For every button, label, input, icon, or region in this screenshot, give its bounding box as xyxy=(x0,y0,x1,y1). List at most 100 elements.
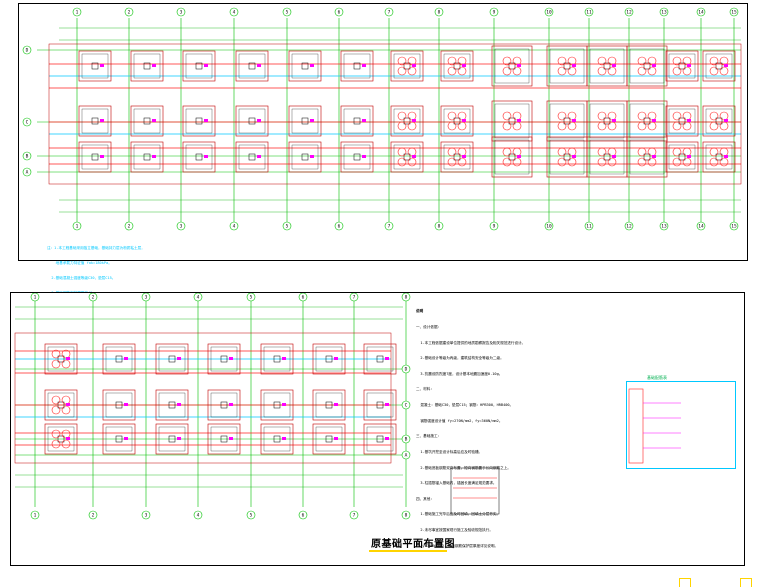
pile-circle xyxy=(637,157,647,167)
footing-step xyxy=(210,426,238,452)
axis-bubble xyxy=(229,221,239,231)
pile-circle xyxy=(61,429,71,439)
pile-circle xyxy=(407,111,417,121)
axis-bubble xyxy=(282,221,292,231)
footing-outline xyxy=(665,105,699,137)
footing-outline xyxy=(390,105,424,137)
column xyxy=(353,117,361,125)
footing-step xyxy=(315,346,343,372)
footing-outline xyxy=(586,45,628,87)
column xyxy=(453,153,461,161)
footing-tag xyxy=(412,64,416,67)
axis-label: C xyxy=(26,120,29,126)
footing-outline xyxy=(491,136,533,178)
footing-step xyxy=(263,346,291,372)
column xyxy=(273,401,281,409)
pile-circle xyxy=(607,66,617,76)
footing-outline xyxy=(102,423,136,455)
footing-tag xyxy=(572,64,576,67)
footing-outline xyxy=(102,389,136,421)
general-note-line: 2.未尽事宜按国家现行施工及验收规范执行。 xyxy=(416,527,493,532)
footing-step xyxy=(263,392,291,418)
footing-outline xyxy=(260,389,294,421)
footing-step xyxy=(291,53,319,79)
column xyxy=(353,153,361,161)
footing-outline xyxy=(626,100,668,142)
axis-label: 4 xyxy=(233,224,236,230)
column xyxy=(195,153,203,161)
top-note-line: 2.基础混凝土强度等级C30，垫层C15。 xyxy=(47,276,116,280)
axis-label: A xyxy=(405,453,408,459)
pile-circle xyxy=(719,111,729,121)
axis-label: 7 xyxy=(353,295,356,301)
footing-tag xyxy=(462,64,466,67)
pile-circle xyxy=(557,66,567,76)
axis-label: 1 xyxy=(76,10,79,16)
footing-outline xyxy=(363,423,397,455)
legend-section xyxy=(628,388,644,464)
footing-outline xyxy=(78,50,112,82)
pile-circle xyxy=(457,121,467,131)
footing-step xyxy=(238,144,266,170)
footing-step xyxy=(366,346,394,372)
axis-bubble xyxy=(298,293,308,302)
pile-circle xyxy=(637,147,647,157)
column xyxy=(563,153,571,161)
column xyxy=(508,153,516,161)
pile-circle xyxy=(51,359,61,369)
axis-bubble xyxy=(696,7,706,17)
foundation-outline xyxy=(14,332,392,464)
footing-tag xyxy=(687,119,691,122)
footing-tag xyxy=(687,64,691,67)
footing-tag xyxy=(612,155,616,158)
axis-label: 9 xyxy=(493,10,496,16)
footing-step xyxy=(589,103,625,139)
axis-bubble xyxy=(349,293,359,302)
footing-outline xyxy=(586,136,628,178)
footing-outline xyxy=(235,141,269,173)
column xyxy=(195,62,203,70)
pile-circle xyxy=(597,66,607,76)
column xyxy=(143,62,151,70)
footing-tag xyxy=(124,437,128,440)
column xyxy=(678,62,686,70)
footing-outline xyxy=(440,141,474,173)
footing-outline xyxy=(260,343,294,375)
axis-label: 15 xyxy=(731,10,737,16)
column xyxy=(715,117,723,125)
general-note-line: 四、其他： xyxy=(416,496,434,501)
axis-label: 7 xyxy=(388,224,391,230)
column xyxy=(248,153,256,161)
footing-outline xyxy=(340,105,374,137)
axis-label: 2 xyxy=(128,224,131,230)
footing-tag xyxy=(100,119,104,122)
footing-step xyxy=(494,139,530,175)
pile-circle xyxy=(457,66,467,76)
footing-step xyxy=(343,144,371,170)
footing-tag xyxy=(229,437,233,440)
pile-circle xyxy=(647,66,657,76)
footing-tag xyxy=(412,119,416,122)
pile-circle xyxy=(397,157,407,167)
pile-circle xyxy=(567,66,577,76)
footing-tag xyxy=(362,119,366,122)
column xyxy=(195,117,203,125)
pile-circle xyxy=(447,147,457,157)
pile-circle xyxy=(607,121,617,131)
column xyxy=(168,435,176,443)
footing-tag xyxy=(204,155,208,158)
axis-label: B xyxy=(405,437,408,443)
footing-outline xyxy=(182,105,216,137)
footing-tag xyxy=(687,155,691,158)
pile-circle xyxy=(672,157,682,167)
pile-circle xyxy=(597,56,607,66)
footing-outline xyxy=(130,105,164,137)
general-note-line: fy=360N/mm2，基础钢筋保护层厚度详见说明。 xyxy=(416,543,499,548)
footing-tag xyxy=(362,64,366,67)
axis-bubble xyxy=(22,167,32,177)
footing-outline xyxy=(130,141,164,173)
footing-tag xyxy=(66,357,70,360)
footing-outline xyxy=(702,141,736,173)
footing-tag xyxy=(152,64,156,67)
footing-step xyxy=(210,392,238,418)
